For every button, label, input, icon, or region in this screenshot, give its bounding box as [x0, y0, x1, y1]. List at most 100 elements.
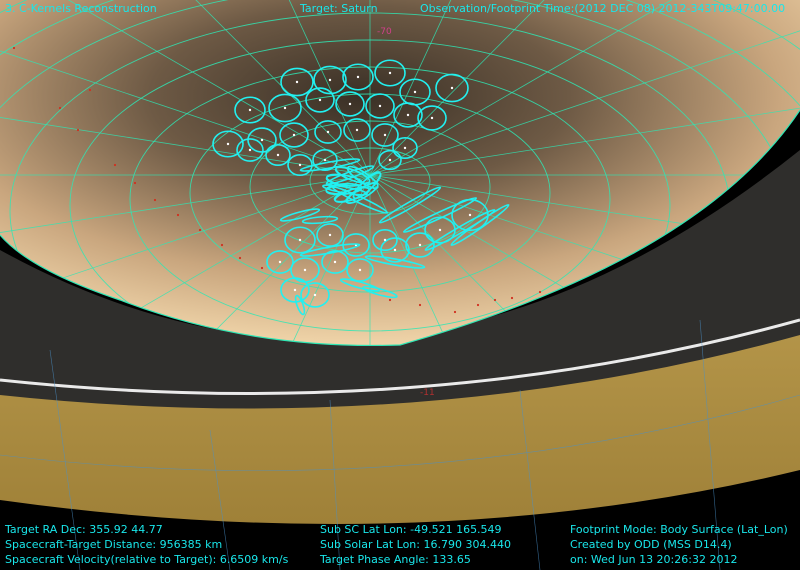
- longitude-line: [209, 0, 371, 176]
- footprint-smear: [364, 255, 426, 269]
- footprint-center: [383, 238, 387, 242]
- footprint-outline: [316, 223, 344, 247]
- instrument-footprints: [212, 59, 510, 316]
- footprint-center: [388, 158, 392, 162]
- longitude-line: [0, 174, 371, 346]
- footprint-outline: [372, 229, 398, 252]
- footprint-outline: [268, 93, 302, 123]
- footprint-center: [355, 128, 359, 132]
- latitude-label: -70: [377, 27, 392, 37]
- longitude-line: [369, 81, 800, 176]
- footprint-center: [328, 78, 332, 82]
- trajectory-dot: [388, 298, 392, 302]
- trajectory-dot: [238, 256, 242, 260]
- footprint-cluster: [335, 166, 371, 184]
- trajectory-dot: [260, 266, 264, 270]
- footprint-center: [276, 153, 280, 157]
- spacecraft-distance: Spacecraft-Target Distance: 956385 km: [5, 538, 223, 551]
- footprint-center: [406, 113, 410, 117]
- sky-grid-line: [209, 429, 231, 570]
- footprint-outline: [374, 59, 406, 87]
- sub-sc-lat-lon: Sub SC Lat Lon: -49.521 165.549: [320, 523, 502, 536]
- footprint-outline: [212, 130, 244, 158]
- footprint-center: [283, 106, 287, 110]
- sky-grid-line: [49, 349, 81, 570]
- footprint-center: [298, 163, 302, 167]
- footprint-smear: [299, 243, 361, 257]
- footprint-outline: [300, 282, 330, 308]
- footprint-outline: [314, 120, 342, 144]
- longitude-line: [369, 0, 800, 176]
- footprint-center: [358, 268, 362, 272]
- footprint-center: [418, 243, 422, 247]
- spacecraft-velocity: Spacecraft Velocity(relative to Target):…: [5, 553, 289, 566]
- footprint-outline: [266, 250, 294, 274]
- footprint-outline: [371, 123, 399, 147]
- footprint-center: [348, 102, 352, 106]
- footprint-smear: [299, 158, 361, 172]
- footprint-outline: [335, 91, 365, 117]
- footprint-outline: [321, 250, 349, 274]
- longitude-line: [0, 0, 371, 176]
- longitude-line: [0, 174, 371, 269]
- longitude-line: [369, 174, 800, 269]
- footprint-cluster: [347, 165, 379, 190]
- sky-grid-line: [329, 399, 341, 570]
- trajectory-dot: [476, 303, 480, 307]
- footprint-center: [430, 116, 434, 120]
- footprint-center: [323, 158, 327, 162]
- footprint-outline: [378, 149, 402, 171]
- trajectory-dot: [133, 181, 137, 185]
- footprint-center: [295, 80, 299, 84]
- trajectory-dot: [418, 303, 422, 307]
- footprint-outline: [346, 258, 374, 282]
- trajectory-dot: [113, 163, 117, 167]
- footprint-outline: [417, 105, 447, 131]
- footprint-center: [468, 213, 472, 217]
- footprint-cluster: [325, 183, 363, 195]
- trajectory-dot: [538, 290, 542, 294]
- footprint-outline: [279, 122, 309, 148]
- trajectory-dot: [510, 296, 514, 300]
- trajectory-dot: [153, 198, 157, 202]
- trajectory-dots: [12, 46, 542, 314]
- footprint-outline: [313, 65, 347, 95]
- footprint-smear: [450, 203, 510, 247]
- footprint-center: [356, 75, 360, 79]
- footprint-mode: Footprint Mode: Body Surface (Lat_Lon): [570, 523, 788, 536]
- trajectory-dot: [58, 106, 62, 110]
- observation-time: Observation/Footprint Time:(2012 DEC 08)…: [420, 2, 786, 15]
- trajectory-dot: [493, 298, 497, 302]
- footprint-smear: [331, 186, 389, 214]
- footprint-outline: [435, 73, 469, 103]
- trajectory-dot: [453, 310, 457, 314]
- ring-gap: [0, 318, 800, 395]
- trajectory-dot: [12, 46, 16, 50]
- footprint-center: [333, 260, 337, 264]
- footprint-center: [383, 133, 387, 137]
- longitude-line: [369, 174, 531, 346]
- footprint-smear: [378, 186, 442, 224]
- footprint-center: [413, 90, 417, 94]
- footprint-outline: [343, 118, 371, 142]
- ring-system: [0, 150, 800, 570]
- sky-grid-line: [519, 389, 541, 570]
- sub-solar-lat-lon: Sub Solar Lat Lon: 16.790 304.440: [320, 538, 511, 551]
- target-ra-dec: Target RA Dec: 355.92 44.77: [5, 523, 163, 536]
- planet-limb: [0, 109, 800, 347]
- target-label: Target: Saturn: [300, 2, 378, 15]
- longitude-line: [59, 0, 371, 176]
- longitude-line: [0, 174, 371, 346]
- trajectory-dot: [88, 88, 92, 92]
- footprint-outline: [284, 226, 316, 254]
- target-phase-angle: Target Phase Angle: 133.65: [320, 553, 471, 566]
- footprint-outline: [236, 138, 264, 162]
- ring-shadow-band: [0, 470, 800, 570]
- footprint-center: [293, 288, 297, 292]
- footprint-outline: [342, 63, 374, 91]
- created-on: on: Wed Jun 13 20:26:32 2012: [570, 553, 738, 566]
- footprint-center: [450, 86, 454, 90]
- footprint-smear: [402, 197, 478, 233]
- footprint-smear: [339, 278, 381, 292]
